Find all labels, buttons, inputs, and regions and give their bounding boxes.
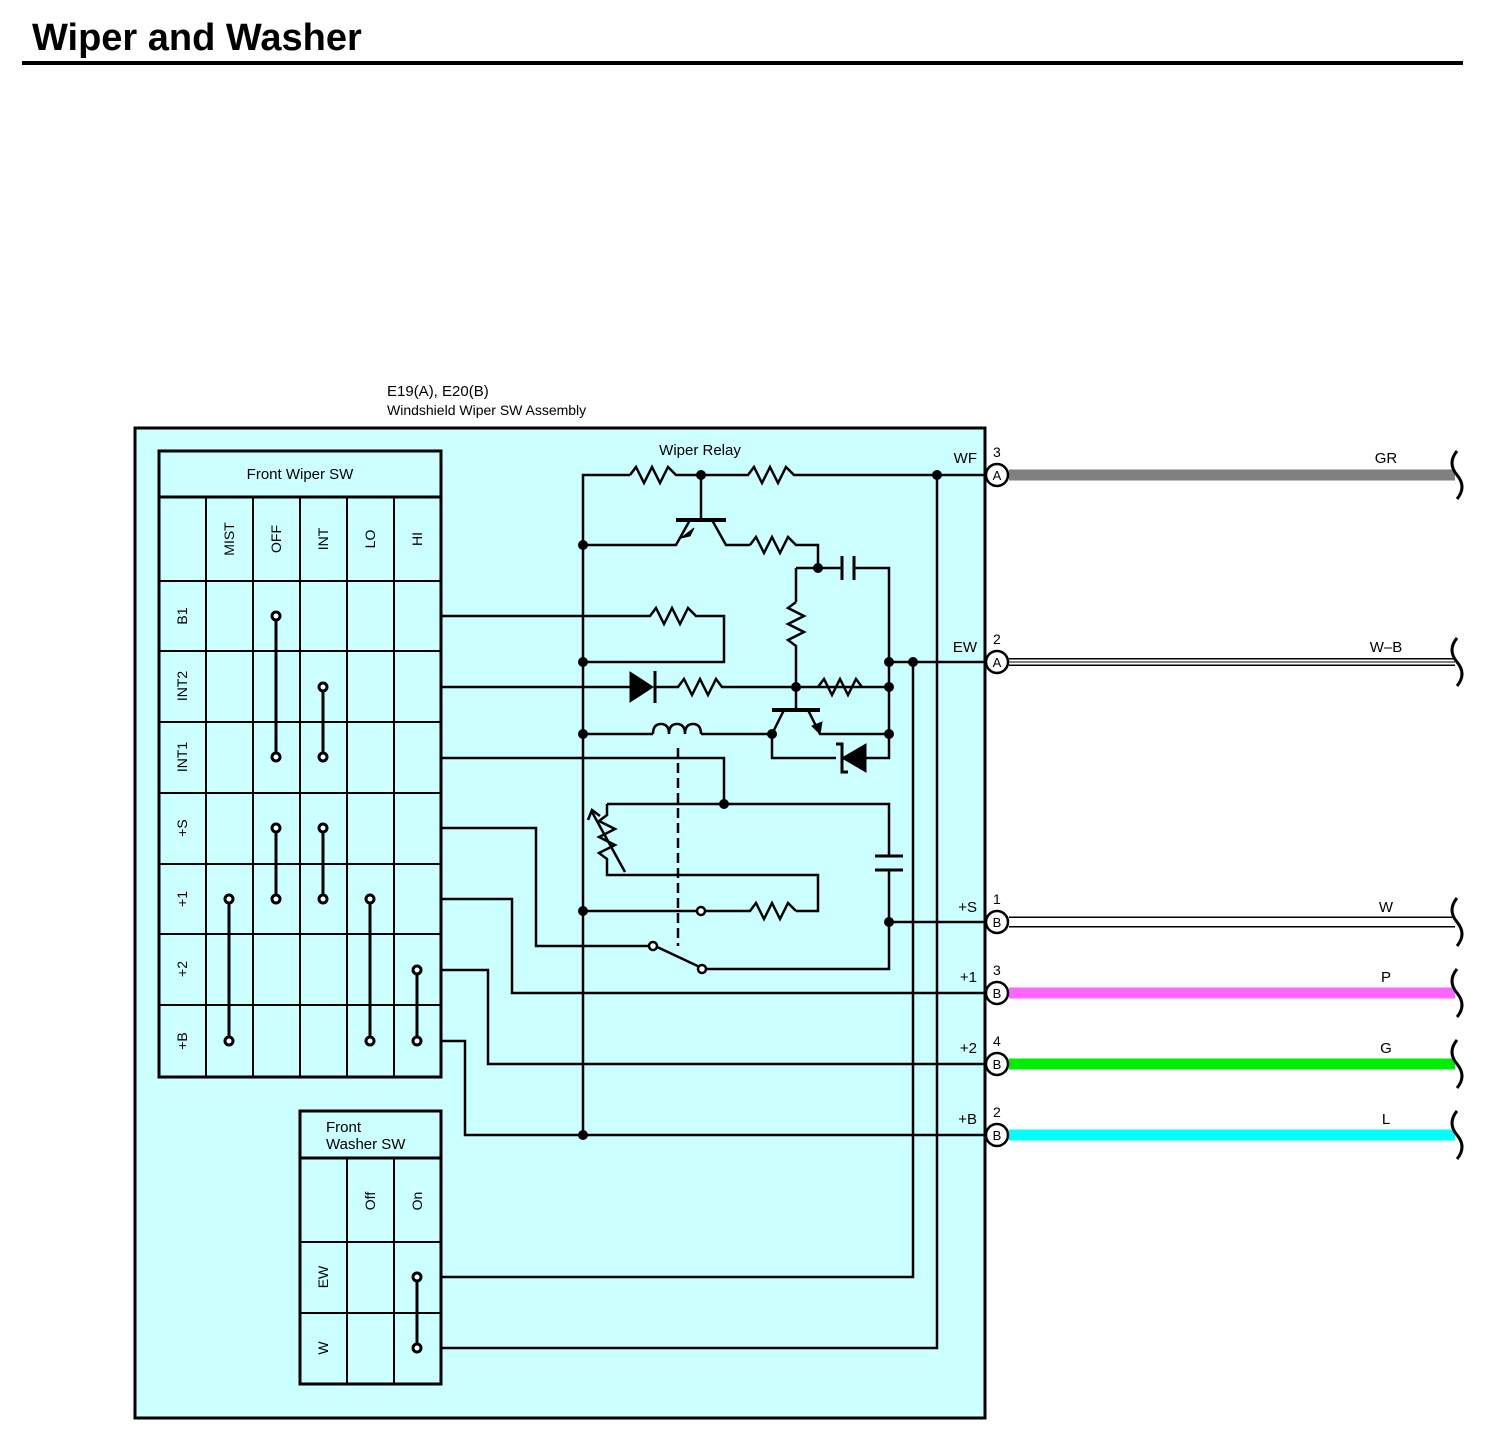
terminal-label-ew: EW (953, 639, 978, 656)
pin-number-plus-b: 2 (993, 1104, 1001, 1120)
wiper-relay-circuit (441, 464, 997, 1350)
washer-switch-continuity (411, 1271, 423, 1354)
pin-number-plus-1: 3 (993, 962, 1001, 978)
wire-code-w-b: W–B (1370, 639, 1403, 656)
wiper-position-int: INT (315, 527, 331, 550)
wire-break-symbols (1450, 450, 1464, 1160)
washer-position-on: On (409, 1192, 425, 1211)
connector-circles (984, 462, 1010, 1148)
wiper-terminal-b1: B1 (174, 607, 190, 624)
variable-resistor-arrow (586, 808, 627, 873)
washer-terminal-ew: EW (315, 1265, 331, 1288)
pin-number-ew: 2 (993, 631, 1001, 647)
pin-number-plus-2: 4 (993, 1033, 1001, 1049)
wiper-position-hi: HI (409, 532, 425, 546)
wiper-switch-continuity (223, 610, 423, 1047)
front-wiper-switch-table (157, 449, 443, 1079)
terminal-label-plus-1: +1 (960, 969, 977, 986)
relay-switch-contacts (647, 905, 708, 975)
connector-letter-plus-b: B (993, 1128, 1002, 1143)
wiper-relay-label: Wiper Relay (659, 442, 741, 459)
wire-code-l: L (1382, 1111, 1390, 1128)
washer-terminal-w: W (315, 1341, 331, 1355)
connector-letter-ew: A (993, 655, 1002, 670)
connector-letter-wf: A (993, 468, 1002, 483)
wiper-terminal-plus-b: +B (174, 1032, 190, 1050)
connector-letter-plus-s: B (993, 915, 1002, 930)
washer-switch-title-line1: Front (326, 1119, 362, 1136)
page-title: Wiper and Washer (32, 17, 362, 59)
junction-dots (578, 470, 942, 1140)
terminal-label-wf: WF (954, 450, 977, 467)
terminal-label-plus-2: +2 (960, 1040, 977, 1057)
terminal-label-plus-b: +B (958, 1111, 977, 1128)
component-name: Windshield Wiper SW Assembly (387, 402, 586, 418)
front-washer-switch-table (298, 1109, 443, 1386)
terminal-label-plus-s: +S (958, 899, 977, 916)
pin-number-plus-s: 1 (993, 891, 1001, 907)
wire-code-gr: GR (1375, 450, 1398, 467)
wiper-terminal-plus-s: +S (174, 819, 190, 837)
assembly-box (133, 426, 987, 1420)
wiper-position-off: OFF (268, 525, 284, 553)
wiper-switch-title: Front Wiper SW (247, 466, 355, 483)
washer-position-off: Off (362, 1192, 378, 1211)
relay-semiconductors (629, 527, 867, 774)
wiper-terminal-plus-2: +2 (174, 961, 190, 977)
wiper-position-lo: LO (362, 530, 378, 549)
wiper-terminal-plus-1: +1 (174, 891, 190, 907)
washer-switch-title-line2: Washer SW (326, 1136, 406, 1153)
connector-letter-plus-2: B (993, 1057, 1002, 1072)
wiper-terminal-int1: INT1 (174, 742, 190, 773)
connector-letter-plus-1: B (993, 986, 1002, 1001)
wiper-position-mist: MIST (221, 522, 237, 556)
wire-code-g: G (1380, 1040, 1392, 1057)
wire-code-p: P (1381, 969, 1391, 986)
pin-number-wf: 3 (993, 444, 1001, 460)
wire-code-w: W (1379, 899, 1394, 916)
wiper-terminal-int2: INT2 (174, 671, 190, 702)
component-id: E19(A), E20(B) (387, 383, 489, 400)
